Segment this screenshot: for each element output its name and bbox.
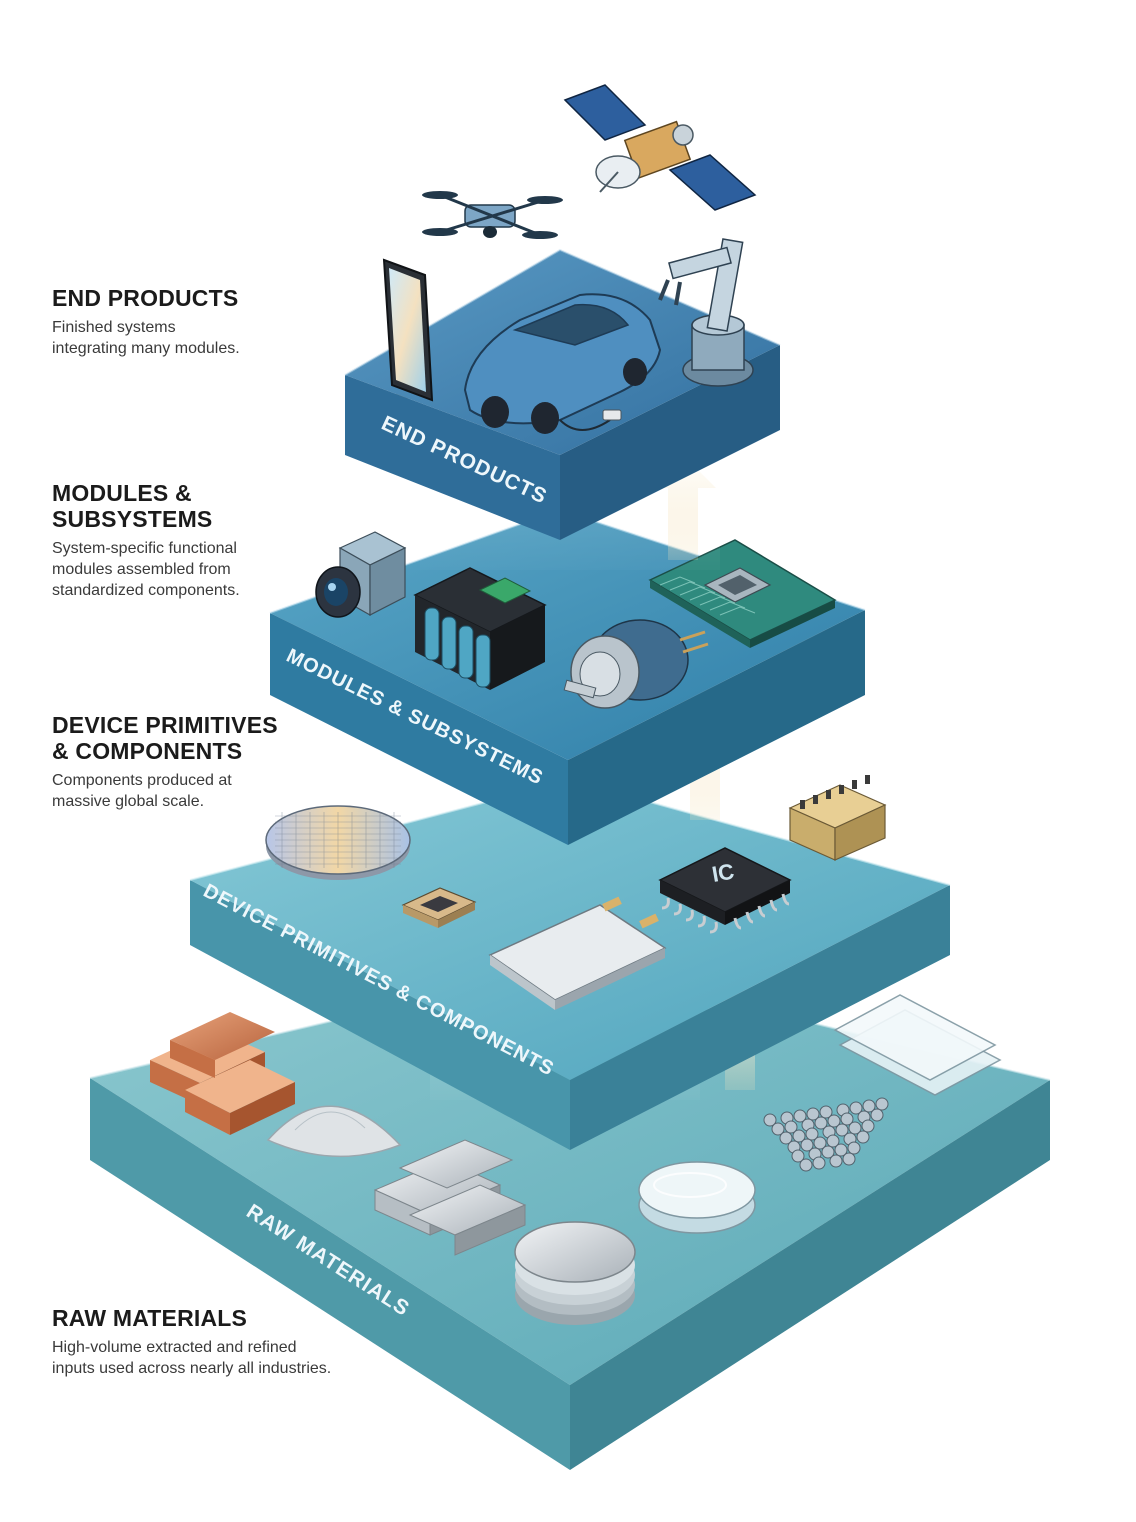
copper-ingots-icon — [150, 1012, 295, 1135]
modules-desc: System-specific functional modules assem… — [52, 540, 240, 599]
glass-sheets-icon — [833, 994, 1002, 1096]
end-layer-left-side — [345, 375, 560, 540]
end-layer-right-side — [560, 345, 780, 540]
raw-layer-left-side — [90, 1078, 570, 1470]
modules-layer-right-side — [568, 610, 865, 845]
raw-materials-desc: High-volume extracted and refined inputs… — [52, 1339, 332, 1377]
modules-layer-left-side — [270, 613, 568, 845]
battery-pack-icon — [413, 567, 547, 690]
modules-title: MODULES & SUBSYSTEMS — [52, 480, 213, 532]
end-products-description: END PRODUCTS Finished systems integratin… — [52, 285, 382, 359]
raw-layer-top — [90, 965, 1050, 1385]
device-primitives-layer: DEVICE PRIMITIVES & COMPONENTS — [189, 778, 951, 1150]
devices-layer-left-side — [190, 880, 570, 1150]
silicon-wafer-icon — [265, 805, 411, 880]
devices-desc: Components produced at massive global sc… — [52, 772, 232, 810]
drone-icon — [422, 191, 563, 239]
aluminum-ingots-icon — [373, 1139, 527, 1256]
sand-pile-icon — [266, 1105, 402, 1158]
connector-icon — [788, 775, 887, 861]
modules-description: MODULES & SUBSYSTEMS System-specific fun… — [52, 480, 382, 601]
devices-layer-right-side — [570, 885, 950, 1150]
electric-motor-icon — [563, 619, 709, 709]
raw-materials-title: RAW MATERIALS — [52, 1305, 248, 1331]
glass-disc-icon — [638, 1161, 756, 1234]
end-products-title: END PRODUCTS — [52, 285, 239, 311]
devices-title: DEVICE PRIMITIVES & COMPONENTS — [52, 712, 278, 764]
microchip-icon — [401, 887, 477, 928]
satellite-icon — [563, 84, 757, 211]
robot-arm-icon — [658, 238, 754, 387]
electric-car-icon — [463, 293, 662, 434]
raw-materials-description: RAW MATERIALS High-volume extracted and … — [52, 1305, 382, 1379]
devices-description: DEVICE PRIMITIVES & COMPONENTS Component… — [52, 712, 382, 812]
raw-materials-layer: RAW MATERIALS — [89, 963, 1051, 1470]
ic-chip-label: IC — [710, 859, 736, 887]
raw-layer-right-side — [570, 1080, 1050, 1470]
ic-chip-icon: IC — [658, 847, 792, 934]
camera-module-icon — [315, 389, 408, 618]
end-products-desc: Finished systems integrating many module… — [52, 319, 240, 357]
metal-discs-stack-icon — [514, 1221, 636, 1325]
pouch-cell-icon — [488, 896, 667, 1010]
pellets-icon — [763, 1097, 889, 1172]
smartphone-icon — [382, 258, 434, 402]
